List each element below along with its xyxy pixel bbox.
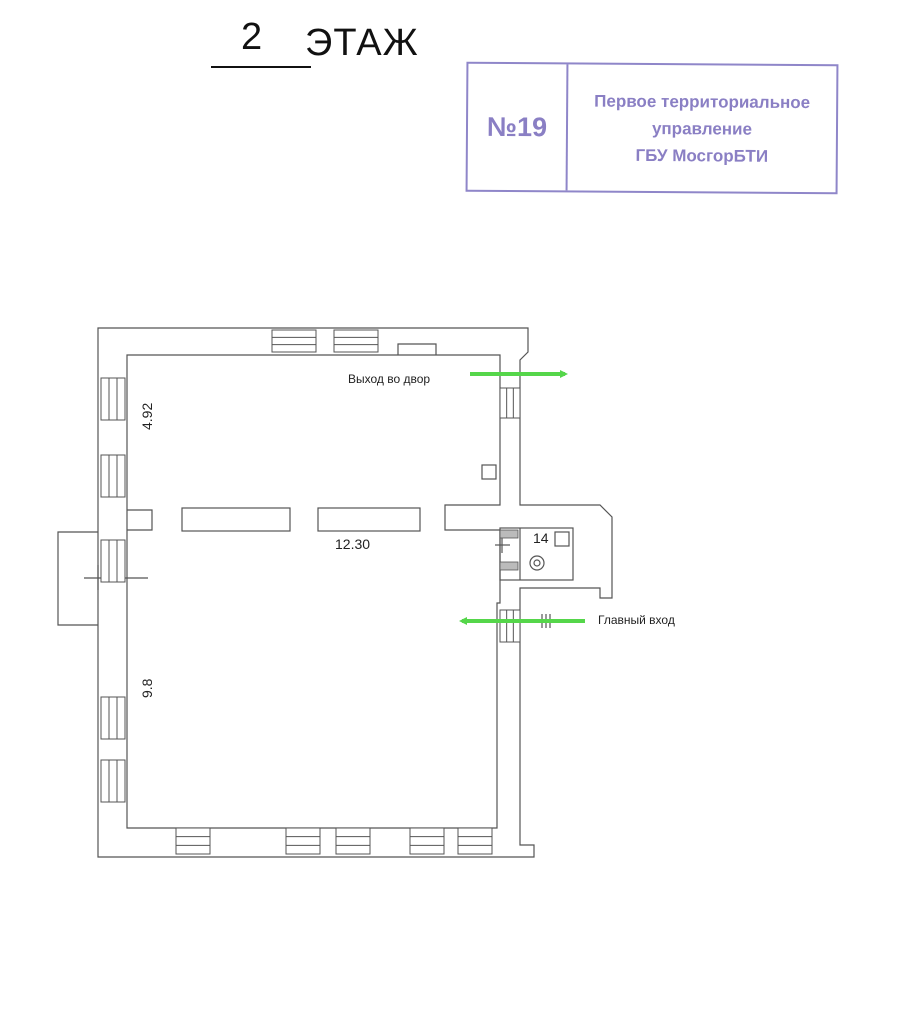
top-niche bbox=[397, 343, 437, 355]
window-left-3 bbox=[100, 539, 126, 583]
column-1 bbox=[181, 507, 291, 532]
window-bottom-3 bbox=[335, 827, 371, 855]
window-bottom-2 bbox=[285, 827, 321, 855]
switch-1 bbox=[481, 464, 497, 480]
room-number: 14 bbox=[533, 530, 549, 546]
window-left-5 bbox=[100, 759, 126, 803]
window-bottom-4 bbox=[409, 827, 445, 855]
switch-2 bbox=[554, 531, 570, 547]
left-annex bbox=[57, 531, 98, 626]
window-bottom-5 bbox=[457, 827, 493, 855]
shaft-bottom bbox=[499, 561, 519, 571]
upper-height-dimension: 4.92 bbox=[139, 403, 155, 430]
left-wall-jog bbox=[127, 509, 153, 531]
floor-underline bbox=[211, 66, 311, 68]
width-dimension: 12.30 bbox=[335, 536, 370, 552]
window-right-1 bbox=[499, 387, 521, 419]
shaft-top bbox=[499, 529, 519, 539]
inner-wall bbox=[126, 354, 501, 829]
floor-title: ЭТАЖ bbox=[305, 22, 419, 64]
window-right-2 bbox=[499, 609, 521, 643]
room-14 bbox=[499, 527, 574, 581]
window-left-2 bbox=[100, 454, 126, 498]
exit-yard-label: Выход во двор bbox=[348, 372, 430, 386]
main-entrance-label: Главный вход bbox=[598, 613, 675, 627]
lower-height-dimension: 9.8 bbox=[139, 678, 155, 698]
outer-wall bbox=[97, 327, 613, 858]
floor-number: 2 bbox=[241, 16, 263, 58]
floor-header: 2 ЭТАЖ bbox=[205, 12, 445, 72]
window-bottom-1 bbox=[175, 827, 211, 855]
toilet-icon-inner bbox=[533, 559, 541, 567]
window-left-1 bbox=[100, 377, 126, 421]
toilet-icon bbox=[529, 555, 545, 571]
window-left-4 bbox=[100, 696, 126, 740]
window-top-1 bbox=[271, 329, 317, 353]
window-top-2 bbox=[333, 329, 379, 353]
column-2 bbox=[317, 507, 421, 532]
